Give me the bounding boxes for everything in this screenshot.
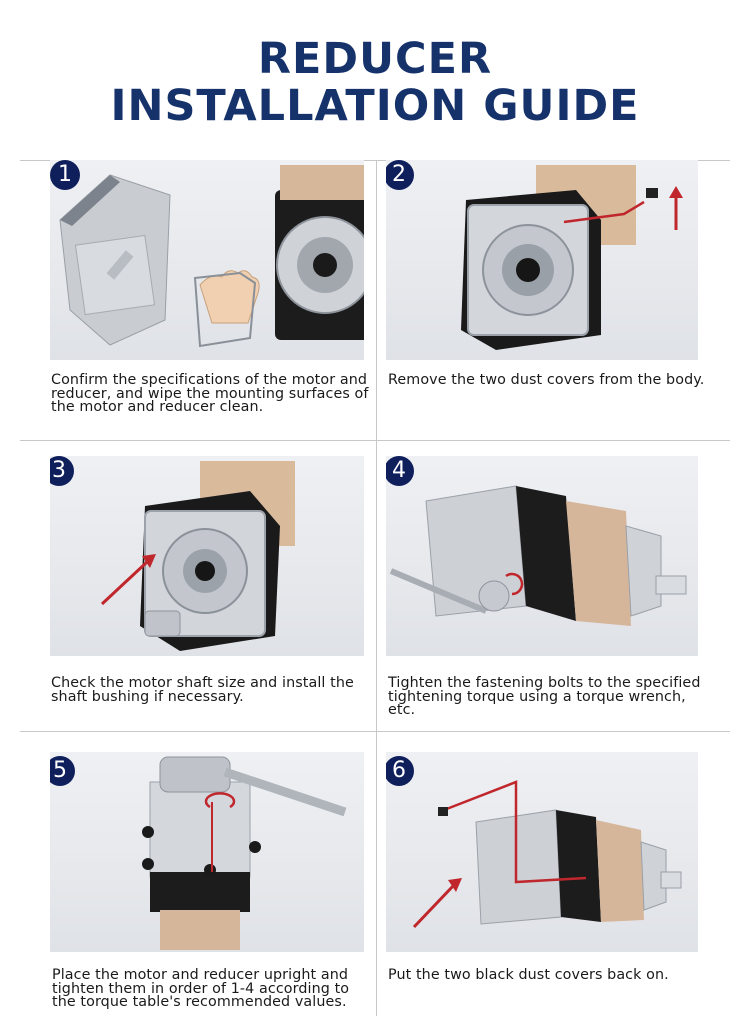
step-6-badge: 6 xyxy=(386,756,414,786)
title-line-2: INSTALLATION GUIDE xyxy=(110,81,640,131)
step-5-caption: Place the motor and reducer upright and … xyxy=(52,967,350,1010)
step-1-image: 1 xyxy=(50,160,364,360)
divider-row-1 xyxy=(20,440,730,441)
title-line-1: REDUCER xyxy=(257,34,493,84)
divider-vertical xyxy=(376,160,377,1016)
page-title: REDUCER INSTALLATION GUIDE xyxy=(0,36,750,130)
step-5-badge: 5 xyxy=(50,756,75,786)
step-1-badge: 1 xyxy=(50,160,80,190)
step-5-illustration xyxy=(142,756,347,950)
step-5-image: 5 xyxy=(50,752,364,952)
step-4-badge: 4 xyxy=(386,456,414,486)
step-3-image: 3 xyxy=(50,456,364,656)
step-2-badge: 2 xyxy=(386,160,414,190)
step-1-caption: Confirm the specifications of the motor … xyxy=(51,372,369,415)
step-4-caption: Tighten the fastening bolts to the speci… xyxy=(388,675,701,718)
step-4-image: 4 xyxy=(386,456,698,656)
step-1-illustration xyxy=(59,165,364,348)
step-3-caption: Check the motor shaft size and install t… xyxy=(51,675,354,705)
divider-top xyxy=(20,160,730,161)
step-2-illustration xyxy=(461,165,683,350)
step-4-illustration xyxy=(389,485,687,626)
step-2-image: 2 xyxy=(386,160,698,360)
step-3-illustration xyxy=(100,461,295,651)
step-6-caption: Put the two black dust covers back on. xyxy=(388,967,669,983)
step-6-illustration xyxy=(412,780,682,929)
step-6-image: 6 xyxy=(386,752,698,952)
step-3-badge: 3 xyxy=(50,456,74,486)
step-2-caption: Remove the two dust covers from the body… xyxy=(388,372,705,388)
divider-row-2 xyxy=(20,731,730,732)
